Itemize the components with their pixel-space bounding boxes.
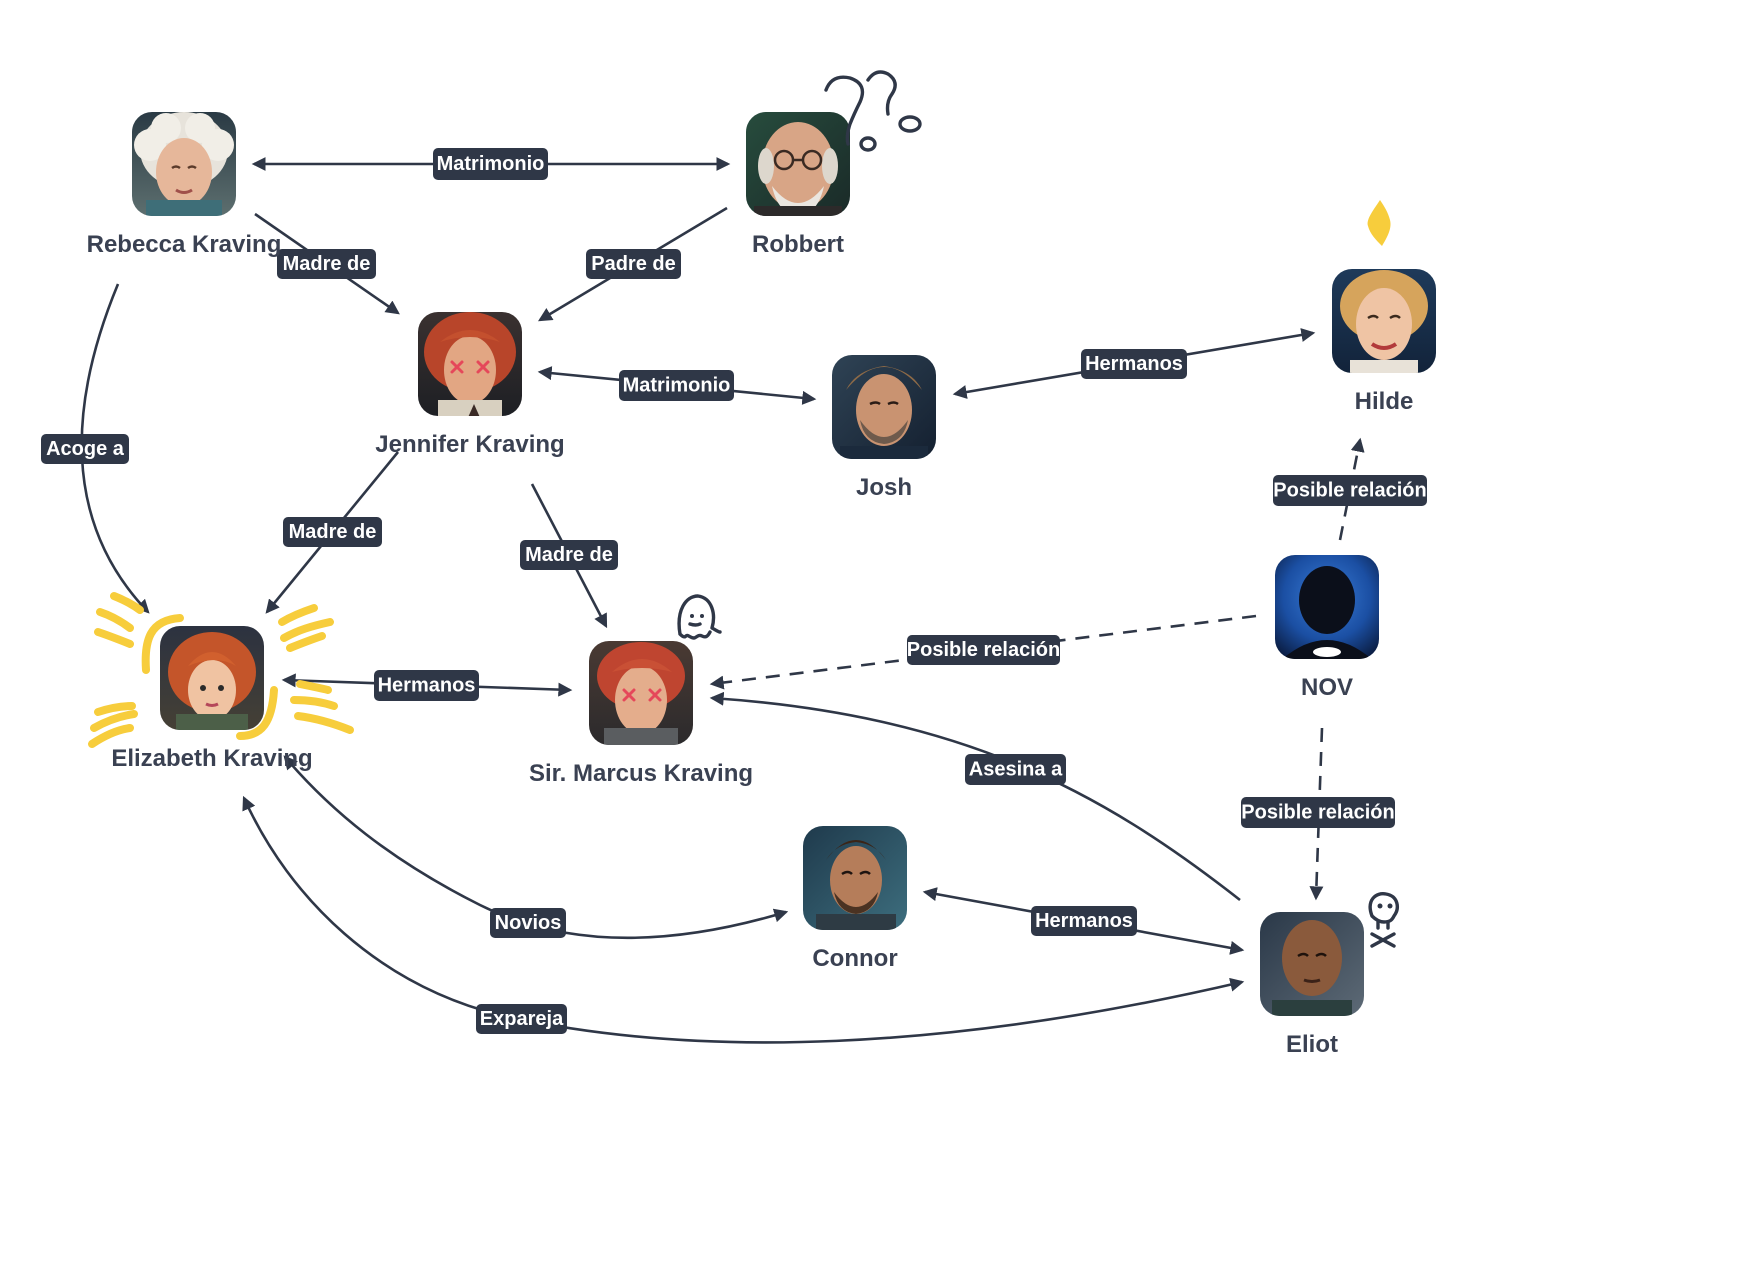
avatar-elizabeth [160, 626, 264, 730]
edge-label-text: Acoge a [46, 438, 125, 460]
edge-label-jennifer-josh[interactable]: Matrimonio [619, 370, 734, 401]
node-name: NOV [1301, 674, 1353, 701]
node-eliot[interactable]: Eliot [1260, 912, 1364, 1058]
node-name: Elizabeth Kraving [111, 745, 312, 772]
node-name: Josh [856, 474, 912, 501]
edge-label-text: Asesina a [969, 759, 1063, 781]
node-name: Hilde [1355, 388, 1414, 415]
node-hilde[interactable]: Hilde [1332, 269, 1436, 415]
question-marks-icon [824, 70, 922, 152]
edge-label-jennifer-elizabeth[interactable]: Madre de [283, 517, 382, 547]
edge-eliot-marcus[interactable] [709, 691, 1241, 902]
node-connor[interactable]: Connor [803, 826, 907, 972]
avatar-connor [803, 826, 907, 930]
node-name: Jennifer Kraving [375, 431, 564, 458]
node-name: Eliot [1286, 1031, 1338, 1058]
edge-label-elizabeth-eliot[interactable]: Expareja [476, 1004, 567, 1034]
edge-label-text: Novios [495, 912, 562, 934]
node-josh[interactable]: Josh [832, 355, 936, 501]
edge-label-rebecca-elizabeth[interactable]: Acoge a [41, 434, 129, 464]
avatar-marcus [589, 641, 693, 745]
edge-label-nov-eliot[interactable]: Posible relación [1241, 797, 1395, 828]
node-robbert[interactable]: Robbert [746, 112, 850, 258]
edge-label-text: Expareja [480, 1008, 564, 1030]
avatar-eliot [1260, 912, 1364, 1016]
edges [80, 157, 1365, 1044]
edge-label-text: Madre de [525, 544, 613, 566]
avatar-jennifer [418, 312, 522, 416]
node-elizabeth[interactable]: Elizabeth Kraving [111, 626, 313, 772]
edge-labels: Matrimonio Madre de Padre de Acoge a Mat… [41, 148, 1427, 1034]
edge-label-text: Padre de [591, 253, 675, 275]
node-jennifer[interactable]: Jennifer Kraving [375, 312, 565, 458]
edge-label-text: Matrimonio [437, 153, 545, 175]
edge-label-connor-eliot[interactable]: Hermanos [1031, 906, 1137, 936]
avatar-robbert [746, 112, 850, 216]
edge-label-text: Matrimonio [623, 375, 731, 397]
edge-label-text: Hermanos [1035, 910, 1133, 932]
node-name: Connor [812, 945, 897, 972]
node-marcus[interactable]: Sir. Marcus Kraving [529, 641, 753, 787]
avatar-josh [832, 355, 936, 459]
node-nov[interactable]: NOV [1275, 555, 1379, 701]
edge-label-eliot-marcus[interactable]: Asesina a [965, 754, 1066, 785]
highlight-sparkle-icon [88, 592, 354, 748]
node-name: Sir. Marcus Kraving [529, 760, 753, 787]
edge-label-text: Hermanos [1085, 353, 1183, 375]
edge-label-text: Posible relación [907, 639, 1060, 661]
edge-label-text: Madre de [283, 253, 371, 275]
diamond-idea-icon [1367, 200, 1391, 246]
avatar-hilde [1332, 269, 1436, 373]
edge-label-rebecca-robbert[interactable]: Matrimonio [433, 148, 548, 180]
avatar-nov [1275, 555, 1379, 659]
avatar-rebecca [132, 112, 236, 216]
crossed-eyes-icon [622, 688, 662, 702]
edge-label-text: Hermanos [378, 675, 476, 697]
edge-label-text: Posible relación [1273, 480, 1426, 502]
ghost-icon [677, 594, 722, 640]
edge-label-elizabeth-connor[interactable]: Novios [490, 908, 566, 938]
node-name: Robbert [752, 231, 844, 258]
node-name: Rebecca Kraving [87, 231, 282, 258]
skull-crossbones-icon [1368, 892, 1399, 948]
crossed-eyes-icon [450, 360, 490, 374]
edge-label-robbert-jennifer[interactable]: Padre de [586, 249, 681, 279]
edge-label-josh-hilde[interactable]: Hermanos [1081, 349, 1187, 379]
edge-label-text: Posible relación [1241, 802, 1394, 824]
edge-label-nov-marcus[interactable]: Posible relación [907, 635, 1060, 665]
node-rebecca[interactable]: Rebecca Kraving [87, 112, 282, 258]
edge-elizabeth-eliot[interactable] [242, 795, 1245, 1044]
edge-label-jennifer-marcus[interactable]: Madre de [520, 540, 618, 570]
edge-label-nov-hilde[interactable]: Posible relación [1273, 475, 1427, 506]
edge-label-rebecca-jennifer[interactable]: Madre de [277, 249, 376, 279]
edge-label-elizabeth-marcus[interactable]: Hermanos [374, 670, 479, 701]
edge-label-text: Madre de [289, 521, 377, 543]
